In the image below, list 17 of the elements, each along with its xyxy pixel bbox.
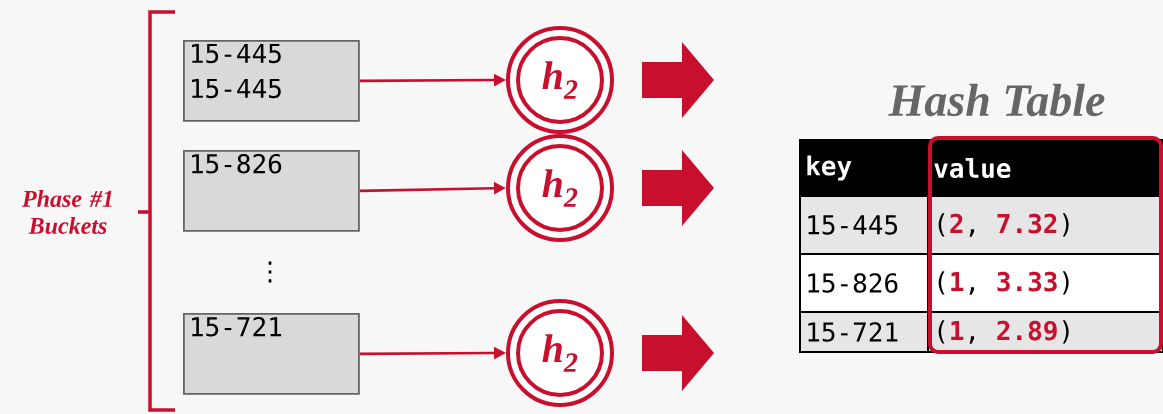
table-cell: (1, 3.33) <box>927 253 1163 313</box>
bucket-box: 15-445 15-445 <box>183 40 360 122</box>
bucket-box: 15-826 <box>183 150 360 232</box>
table-cell: key <box>799 139 929 197</box>
table-cell: (1, 2.89) <box>927 311 1163 353</box>
block-arrow <box>642 42 714 118</box>
table-cell: (2, 7.32) <box>927 195 1163 255</box>
block-arrow <box>642 150 714 226</box>
bucket-box: 15-721 <box>183 313 360 395</box>
table-title: Hash Table <box>888 83 1105 117</box>
table-cell: 15-721 <box>799 311 929 353</box>
table-cell: value <box>927 139 1163 197</box>
table-cell: 15-826 <box>799 253 929 313</box>
bracket-label: Phase #1 Buckets <box>22 190 112 234</box>
table-cell: 15-445 <box>799 195 929 255</box>
ellipsis: ⋮ <box>268 261 272 283</box>
block-arrow <box>642 315 714 391</box>
